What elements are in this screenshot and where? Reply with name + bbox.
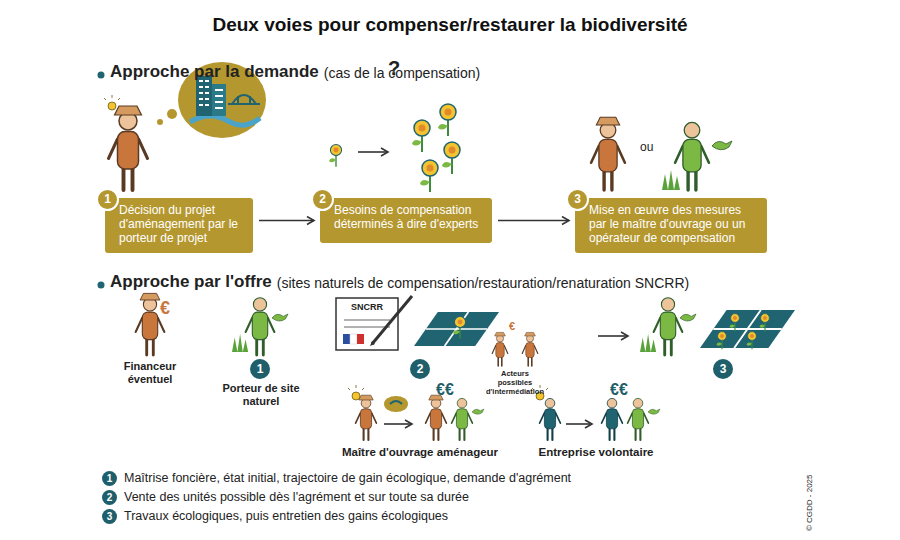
approval-document (336, 296, 499, 350)
copyright: © CGDD - 2025 (805, 463, 815, 540)
flow-arrow (498, 220, 569, 222)
flow-arrow (259, 220, 314, 222)
intermediary-figures (492, 332, 538, 366)
bullet (98, 72, 105, 79)
actor-label: Financeur éventuel (112, 360, 188, 386)
flow-arrow (598, 335, 628, 337)
step-box: 3Mise en œuvre des mesures par le maître… (575, 198, 767, 253)
legend-text: Maîtrise foncière, état initial, traject… (124, 471, 571, 486)
actor-label: Porteur de site naturel (222, 382, 300, 408)
step-number: 1 (96, 188, 119, 211)
developer-buyer-figure (348, 385, 484, 440)
step-text: Besoins de compensation déterminés à dir… (334, 203, 484, 231)
implementer-figure (591, 117, 732, 190)
or-label: ou (640, 140, 653, 154)
step-text: Mise en œuvre des mesures par le maître … (589, 203, 759, 245)
step-text: Décision du projet d'aménagement par le … (119, 203, 245, 245)
step-box: 2Besoins de compensation déterminés à di… (320, 198, 492, 243)
legend-number: 2 (102, 490, 117, 505)
currency-symbol: € (509, 320, 515, 333)
restored-site-figure (640, 298, 795, 355)
legend-text: Travaux écologiques, puis entretien des … (124, 509, 448, 524)
legend-text: Vente des unités possible dès l'agrément… (124, 490, 469, 505)
section-subheading: (cas de la compensation) (324, 65, 480, 82)
bullet (98, 282, 105, 289)
voluntary-company-figure (532, 385, 660, 440)
currency-symbol: €€ (610, 380, 628, 399)
section-heading: Approche par l'offre (110, 272, 272, 292)
section-heading: Approche par la demande (110, 62, 319, 82)
legend-number: 3 (102, 509, 117, 524)
callout-number: 1 (250, 359, 270, 379)
document-title: SNCRR (341, 302, 393, 313)
actor-label: Acteurs possibles d'intermédiation (484, 369, 546, 396)
step-number: 2 (311, 188, 334, 211)
buyer-label: Entreprise volontaire (528, 446, 664, 460)
currency-symbol: €€ (436, 380, 454, 399)
compensation-needs-figure (329, 104, 460, 192)
step-box: 1Décision du projet d'aménagement par le… (105, 198, 253, 253)
callout-number: 2 (410, 359, 430, 379)
step-number: 3 (566, 188, 589, 211)
buyer-label: Maître d'ouvrage aménageur (340, 446, 500, 460)
site-owner-figure (232, 298, 288, 355)
question-mark: ? (388, 56, 400, 80)
currency-symbol: € (160, 298, 170, 320)
legend-number: 1 (102, 471, 117, 486)
project-owner-figure (104, 62, 266, 190)
callout-number: 3 (713, 359, 733, 379)
section-subheading: (sites naturels de compensation/restaura… (277, 275, 689, 292)
diagram-title: Deux voies pour compenser/restaurer la b… (0, 14, 900, 37)
